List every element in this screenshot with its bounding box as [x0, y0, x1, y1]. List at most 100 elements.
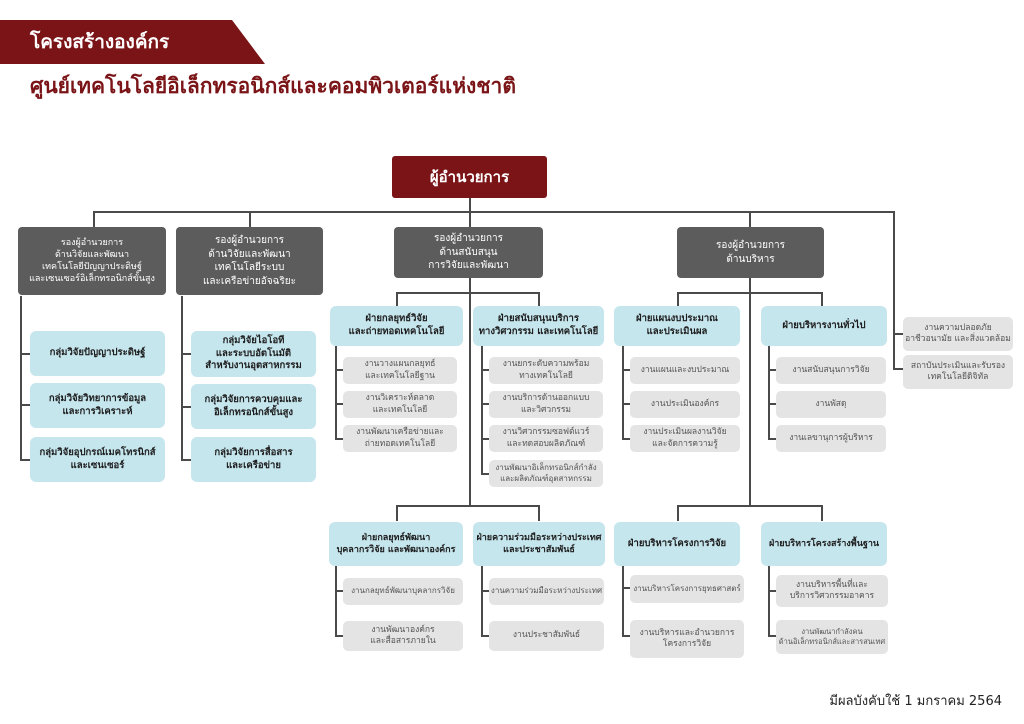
deputy-administration[interactable]: รองผู้อำนวยการ ด้านบริหาร	[677, 227, 824, 278]
connector	[821, 292, 823, 306]
connector	[481, 590, 489, 592]
unit-label: งานพัฒนากำลังคน ด้านอิเล็กทรอนิกส์และสาร…	[778, 626, 886, 646]
unit-research-support[interactable]: งานสนับสนุนการวิจัย	[776, 357, 886, 384]
unit-label: งานประเมินองค์กร	[650, 398, 720, 409]
connector	[893, 333, 903, 335]
connector	[622, 346, 624, 439]
connector	[181, 296, 183, 460]
division-budget-evaluation[interactable]: ฝ่ายแผนงบประมาณ และประเมินผล	[614, 306, 740, 346]
connector	[20, 353, 30, 355]
connector	[469, 198, 471, 212]
connector	[181, 459, 191, 461]
unit-safety-environment[interactable]: งานความปลอดภัย อาชีวอนามัย และสิ่งแวดล้อ…	[903, 317, 1013, 351]
connector	[481, 403, 489, 405]
connector	[768, 635, 776, 637]
unit-org-evaluation[interactable]: งานประเมินองค์กร	[630, 391, 740, 418]
connector	[677, 505, 679, 521]
unit-network-transfer[interactable]: งานพัฒนาเครือข่ายและ ถ่ายทอดเทคโนโลยี	[343, 425, 457, 452]
connector	[481, 473, 489, 475]
connector	[93, 211, 95, 227]
connector	[396, 292, 398, 306]
research-group-label: กลุ่มวิจัยอุปกรณ์เมคโทรนิกส์ และเซนเซอร์	[39, 446, 156, 471]
connector	[622, 566, 624, 636]
unit-label: งานยกระดับความพร้อม ทางเทคโนโลยี	[502, 359, 590, 381]
connector	[335, 590, 343, 592]
unit-building-engineering[interactable]: งานบริหารพื้นที่และ บริการวิศวกรรมอาคาร	[776, 575, 888, 607]
connector	[335, 635, 343, 637]
unit-project-management[interactable]: งานบริหารและอำนวยการ โครงการวิจัย	[630, 620, 744, 658]
connector	[181, 353, 191, 355]
unit-strategic-projects[interactable]: งานบริหารโครงการยุทธศาสตร์	[630, 575, 744, 603]
research-group-mechatronics[interactable]: กลุ่มวิจัยอุปกรณ์เมคโทรนิกส์ และเซนเซอร์	[30, 437, 165, 482]
connector	[768, 346, 770, 439]
connector	[768, 438, 776, 440]
connector	[481, 566, 483, 636]
unit-public-relations[interactable]: งานประชาสัมพันธ์	[489, 621, 604, 651]
division-infrastructure[interactable]: ฝ่ายบริหารโครงสร้างพื้นฐาน	[761, 522, 887, 566]
division-label: ฝ่ายสนับสนุนบริการ ทางวิศวกรรม และเทคโนโ…	[478, 313, 599, 337]
unit-power-electronics[interactable]: งานพัฒนาอิเล็กทรอนิกส์กำลัง และผลิตภัณฑ์…	[489, 460, 603, 487]
connector	[893, 368, 903, 370]
connector	[481, 346, 483, 474]
connector	[677, 292, 679, 306]
research-group-label: กลุ่มวิจัยปัญญาประดิษฐ์	[49, 347, 146, 359]
unit-design-engineering[interactable]: งานบริการด้านออกแบบ และวิศวกรรม	[489, 391, 603, 418]
unit-planning-strategy[interactable]: งานวางแผนกลยุทธ์ และเทคโนโลยีฐาน	[343, 357, 457, 384]
research-group-label: กลุ่มวิจัยการควบคุมและ อิเล็กทรอนิกส์ขั้…	[204, 393, 303, 418]
director-box[interactable]: ผู้อำนวยการ	[392, 156, 547, 198]
connector	[335, 369, 343, 371]
research-group-label: กลุ่มวิจัยไอโอที และระบบอัตโนมัติ สำหรับ…	[205, 334, 302, 372]
connector	[768, 403, 776, 405]
division-research-strategy[interactable]: ฝ่ายกลยุทธ์วิจัย และถ่ายทอดเทคโนโลยี	[330, 306, 463, 346]
unit-research-evaluation[interactable]: งานประเมินผลงานวิจัย และจัดการความรู้	[630, 425, 740, 452]
division-label: ฝ่ายบริหารโครงสร้างพื้นฐาน	[768, 538, 880, 549]
unit-workforce-development[interactable]: งานพัฒนากำลังคน ด้านอิเล็กทรอนิกส์และสาร…	[776, 620, 888, 654]
unit-label: งานสนับสนุนการวิจัย	[792, 364, 870, 375]
connector	[481, 369, 489, 371]
unit-label: งานความปลอดภัย อาชีวอนามัย และสิ่งแวดล้อ…	[905, 322, 1011, 344]
connector	[677, 505, 823, 507]
connector	[622, 438, 630, 440]
deputy-label: รองผู้อำนวยการ ด้านวิจัยและพัฒนา เทคโนโล…	[29, 237, 155, 285]
division-research-project-admin[interactable]: ฝ่ายบริหารโครงการวิจัย	[614, 522, 740, 566]
unit-market-analysis[interactable]: งานวิเคราะห์ตลาด และเทคโนโลยี	[343, 391, 457, 418]
division-international-pr[interactable]: ฝ่ายความร่วมมือระหว่างประเทศ และประชาสัม…	[473, 522, 605, 566]
division-personnel-development[interactable]: ฝ่ายกลยุทธ์พัฒนา บุคลากรวิจัย และพัฒนาอง…	[329, 522, 463, 566]
unit-label: สถาบันประเมินและรับรอง เทคโนโลยีดิจิทัล	[910, 360, 1006, 382]
connector	[20, 404, 30, 406]
research-group-control-electronics[interactable]: กลุ่มวิจัยการควบคุมและ อิเล็กทรอนิกส์ขั้…	[191, 384, 316, 429]
connector	[538, 292, 540, 306]
research-group-communications[interactable]: กลุ่มวิจัยการสื่อสาร และเครือข่าย	[191, 437, 316, 482]
unit-software-testing[interactable]: งานวิศวกรรมซอฟต์แวร์ และทดสอบผลิตภัณฑ์	[489, 425, 603, 452]
connector	[335, 346, 337, 439]
unit-label: งานพัฒนาเครือข่ายและ ถ่ายทอดเทคโนโลยี	[356, 427, 444, 449]
unit-label: งานวิศวกรรมซอฟต์แวร์ และทดสอบผลิตภัณฑ์	[502, 427, 590, 449]
deputy-ai-sensor[interactable]: รองผู้อำนวยการ ด้านวิจัยและพัฒนา เทคโนโล…	[18, 227, 166, 295]
unit-label: งานความร่วมมือระหว่างประเทศ	[490, 586, 603, 596]
research-group-data-science[interactable]: กลุ่มวิจัยวิทยาการข้อมูล และการวิเคราะห์	[30, 383, 165, 428]
connector	[749, 211, 751, 227]
unit-label: งานพัสดุ	[815, 398, 847, 409]
unit-budget-plan[interactable]: งานแผนและงบประมาณ	[630, 357, 740, 384]
research-group-iot[interactable]: กลุ่มวิจัยไอโอที และระบบอัตโนมัติ สำหรับ…	[191, 331, 316, 377]
research-group-ai[interactable]: กลุ่มวิจัยปัญญาประดิษฐ์	[30, 331, 165, 376]
research-group-label: กลุ่มวิจัยวิทยาการข้อมูล และการวิเคราะห์	[48, 392, 147, 417]
division-general-admin[interactable]: ฝ่ายบริหารงานทั่วไป	[761, 306, 887, 346]
connector	[93, 211, 894, 213]
unit-procurement[interactable]: งานพัสดุ	[776, 391, 886, 418]
unit-tech-readiness[interactable]: งานยกระดับความพร้อม ทางเทคโนโลยี	[489, 357, 603, 384]
unit-international-cooperation[interactable]: งานความร่วมมือระหว่างประเทศ	[489, 578, 604, 605]
connector	[749, 278, 751, 506]
deputy-research-support[interactable]: รองผู้อำนวยการ ด้านสนับสนุน การวิจัยและพ…	[394, 227, 543, 278]
unit-org-development[interactable]: งานพัฒนาองค์กร และสื่อสารภายใน	[343, 621, 463, 651]
unit-executive-secretary[interactable]: งานเลขานุการผู้บริหาร	[776, 425, 886, 452]
unit-label: งานพัฒนาอิเล็กทรอนิกส์กำลัง และผลิตภัณฑ์…	[495, 462, 597, 483]
connector	[20, 459, 30, 461]
division-engineering-services[interactable]: ฝ่ายสนับสนุนบริการ ทางวิศวกรรม และเทคโนโ…	[473, 306, 604, 346]
unit-personnel-strategy[interactable]: งานกลยุทธ์พัฒนาบุคลากรวิจัย	[343, 578, 463, 605]
unit-digital-certification[interactable]: สถาบันประเมินและรับรอง เทคโนโลยีดิจิทัล	[903, 355, 1013, 389]
deputy-systems-network[interactable]: รองผู้อำนวยการ ด้านวิจัยและพัฒนา เทคโนโล…	[176, 227, 323, 295]
unit-label: งานบริการด้านออกแบบ และวิศวกรรม	[502, 393, 590, 415]
effective-date: มีผลบังคับใช้ 1 มกราคม 2564	[829, 694, 1002, 709]
connector	[538, 505, 540, 521]
